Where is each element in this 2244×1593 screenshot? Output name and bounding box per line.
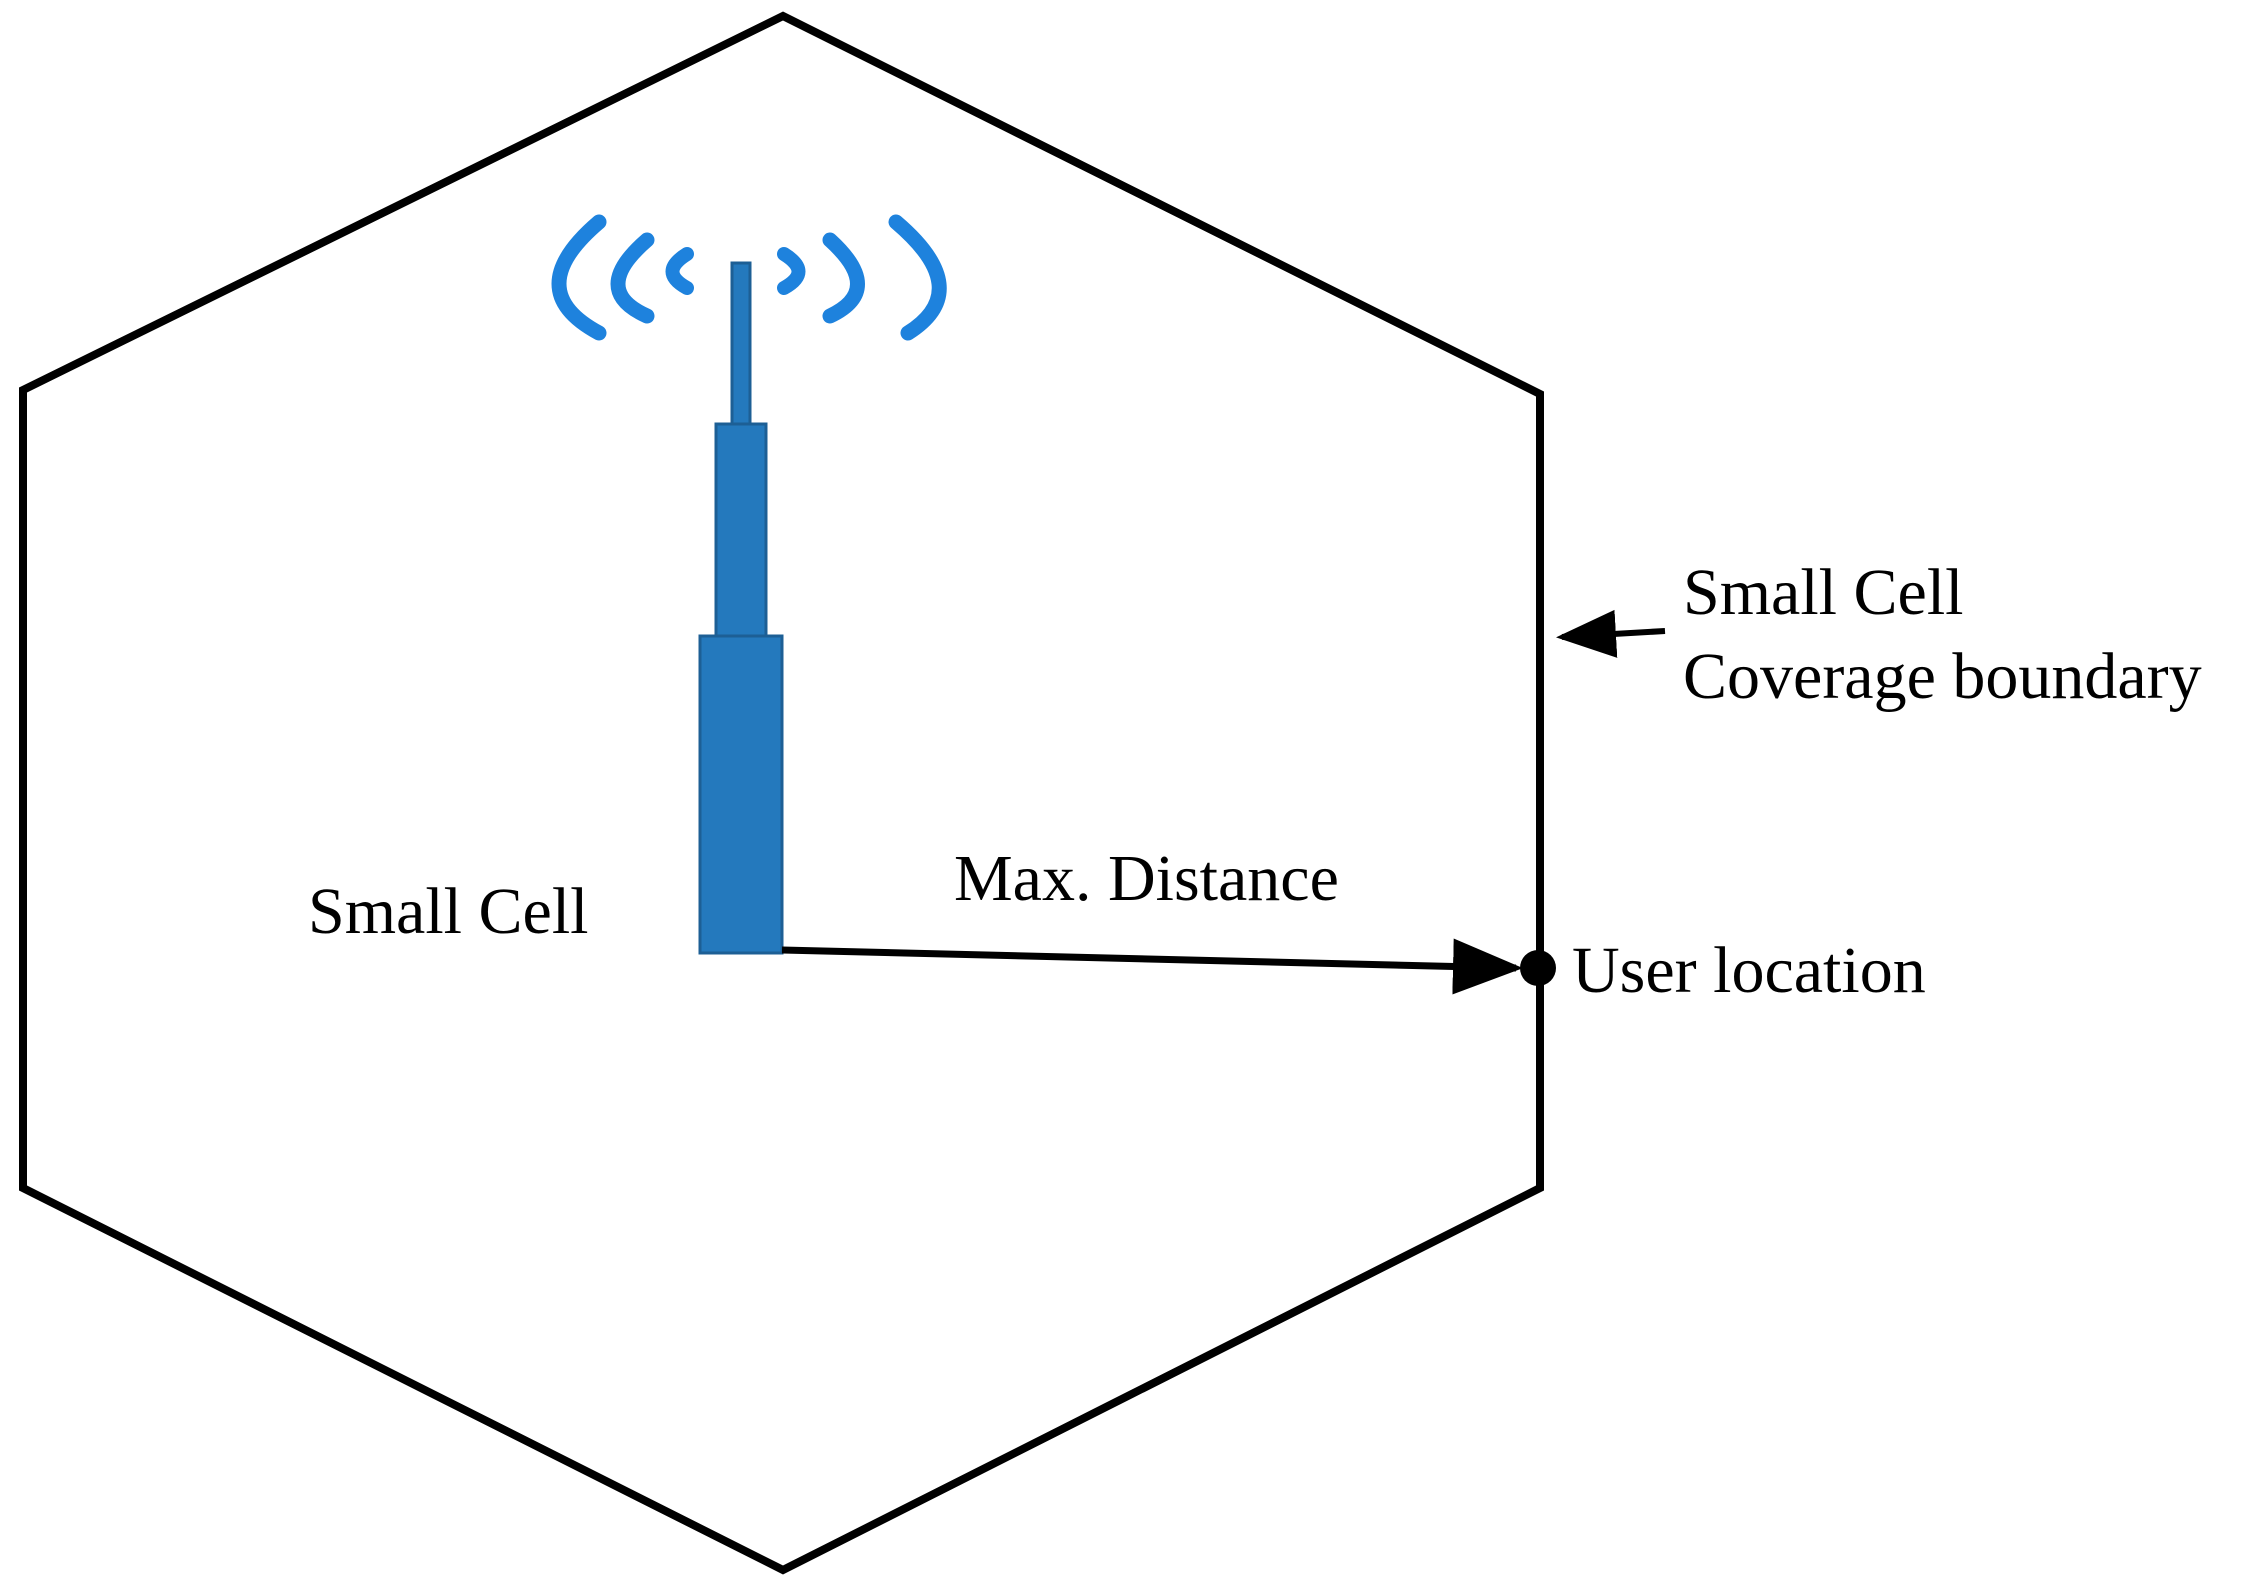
max-distance-label: Max. Distance (954, 842, 1339, 915)
coverage-hexagon (19, 11, 1544, 1575)
antenna-mast (730, 261, 752, 428)
antenna-tower-icon (698, 261, 784, 955)
antenna-base-section (698, 634, 784, 955)
max-distance-arrow (781, 938, 1523, 995)
user-location-label: User location (1572, 934, 1926, 1007)
wifi-signal-waves-icon (551, 214, 947, 341)
small-cell-label: Small Cell (308, 875, 589, 948)
boundary-label-line1: Small Cell (1683, 556, 1964, 629)
user-location-dot (1520, 950, 1556, 986)
boundary-pointer-arrow (1556, 609, 1666, 658)
boundary-label-line2: Coverage boundary (1683, 640, 2202, 713)
antenna-upper-section (714, 422, 768, 640)
